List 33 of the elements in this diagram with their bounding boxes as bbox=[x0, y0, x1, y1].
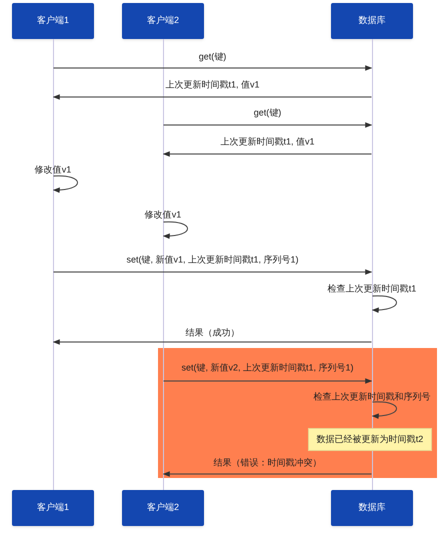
edge-label: 上次更新时间戳t1, 值v1 bbox=[220, 138, 314, 146]
lifeline bbox=[162, 39, 164, 490]
participant-box: 客户端2 bbox=[122, 490, 204, 526]
edge-label: 结果（错误：时间戳冲突） bbox=[214, 458, 322, 468]
participant-box: 客户端1 bbox=[12, 490, 94, 526]
edge-label: get(键) bbox=[254, 108, 282, 118]
message-arrow bbox=[162, 151, 372, 157]
participant-box: 客户端2 bbox=[122, 3, 204, 39]
fragment-box bbox=[158, 348, 437, 478]
message-arrow bbox=[163, 378, 372, 384]
message-arrow bbox=[162, 471, 372, 477]
message-arrow bbox=[52, 94, 372, 100]
edge-label: get(键) bbox=[198, 52, 226, 62]
participant-box: 客户端1 bbox=[12, 3, 94, 39]
lifeline bbox=[52, 39, 54, 490]
self-message-arrow bbox=[372, 295, 397, 313]
message-arrow bbox=[53, 65, 372, 71]
participant-box: 数据库 bbox=[331, 3, 413, 39]
self-message-arrow bbox=[52, 175, 78, 193]
edge-label: set(键, 新值v2, 上次更新时间戳t1, 序列号1) bbox=[181, 364, 354, 372]
message-arrow bbox=[53, 269, 372, 275]
message-arrow bbox=[52, 339, 372, 345]
note-box: 数据已经被更新为时间戳t2 bbox=[308, 428, 432, 451]
edge-label: 修改值v1 bbox=[144, 210, 182, 220]
edge-label: 结果（成功） bbox=[186, 328, 240, 338]
self-message-arrow bbox=[162, 221, 188, 239]
edge-label: 修改值v1 bbox=[34, 166, 72, 174]
participant-box: 数据库 bbox=[331, 490, 413, 526]
edge-label: 检查上次更新时间戳t1 bbox=[328, 284, 416, 294]
self-message-arrow bbox=[372, 401, 397, 419]
edge-label: set(键, 新值v1, 上次更新时间戳t1, 序列号1) bbox=[126, 256, 299, 264]
edge-label: 上次更新时间戳t1, 值v1 bbox=[166, 80, 260, 90]
message-arrow bbox=[163, 122, 372, 128]
